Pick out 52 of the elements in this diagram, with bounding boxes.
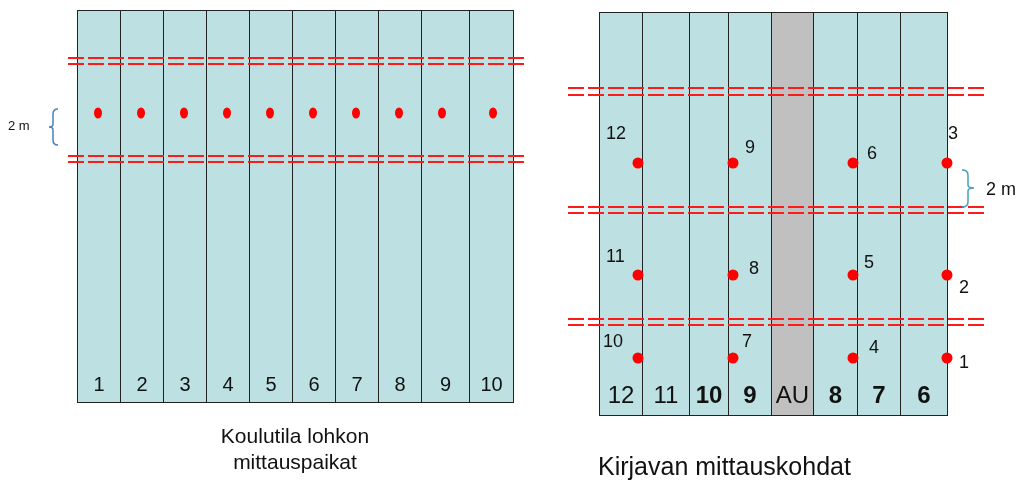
strip-number: 9 xyxy=(439,374,452,394)
plot-strip xyxy=(120,10,164,403)
point-label: 6 xyxy=(867,142,878,165)
point-label: 4 xyxy=(869,336,880,359)
point-label: 2 m xyxy=(986,178,1017,201)
plot-strip xyxy=(599,12,643,416)
point-label: 9 xyxy=(745,136,756,159)
caption-text: Koulutila lohkon mittauspaikat xyxy=(219,423,371,476)
strip-number: 7 xyxy=(351,374,363,394)
strip-number: 5 xyxy=(265,374,277,394)
plot-strip xyxy=(249,10,293,403)
strip-number: 10 xyxy=(695,383,723,407)
plot-strip xyxy=(469,10,514,403)
plot-strip xyxy=(378,10,422,403)
point-label: 7 xyxy=(742,330,753,353)
strip-number: 8 xyxy=(394,374,406,394)
strip-number: 12 xyxy=(607,383,635,407)
strip-number: AU xyxy=(775,383,810,407)
strip-number: 10 xyxy=(480,374,503,394)
strip-number: 2 xyxy=(136,374,148,394)
plot-strip xyxy=(857,12,901,416)
plot-strip xyxy=(642,12,690,416)
point-label: 5 xyxy=(864,251,875,274)
plot-strip xyxy=(421,10,470,403)
strip-number: 11 xyxy=(653,383,679,407)
point-label: 8 xyxy=(749,257,760,280)
point-label: 12 xyxy=(606,122,628,145)
plot-strip xyxy=(206,10,250,403)
strip-number: 4 xyxy=(222,374,234,394)
plot-strip xyxy=(77,10,121,403)
plot-strip xyxy=(728,12,772,416)
strip-number: 1 xyxy=(93,374,105,394)
point-label: 2 m xyxy=(8,118,31,135)
point-label: 2 xyxy=(959,276,970,299)
plot-strip xyxy=(335,10,379,403)
strip-number: 7 xyxy=(872,383,886,407)
plot-strip xyxy=(813,12,858,416)
point-label: 10 xyxy=(603,330,625,353)
plot-strip xyxy=(689,12,729,416)
plot-strip xyxy=(900,12,948,416)
strip-number: 3 xyxy=(179,374,191,394)
plot-strip xyxy=(163,10,207,403)
plot-strip xyxy=(771,12,814,416)
point-label: 11 xyxy=(606,245,626,268)
strip-number: 6 xyxy=(308,374,320,394)
strip-number: 8 xyxy=(828,383,843,407)
plot-strip xyxy=(292,10,336,403)
caption-text: Kirjavan mittauskohdat xyxy=(598,451,852,481)
point-label: 3 xyxy=(948,122,959,145)
strip-number: 9 xyxy=(743,383,757,407)
strip-number: 6 xyxy=(917,383,931,407)
point-label: 1 xyxy=(959,351,970,374)
